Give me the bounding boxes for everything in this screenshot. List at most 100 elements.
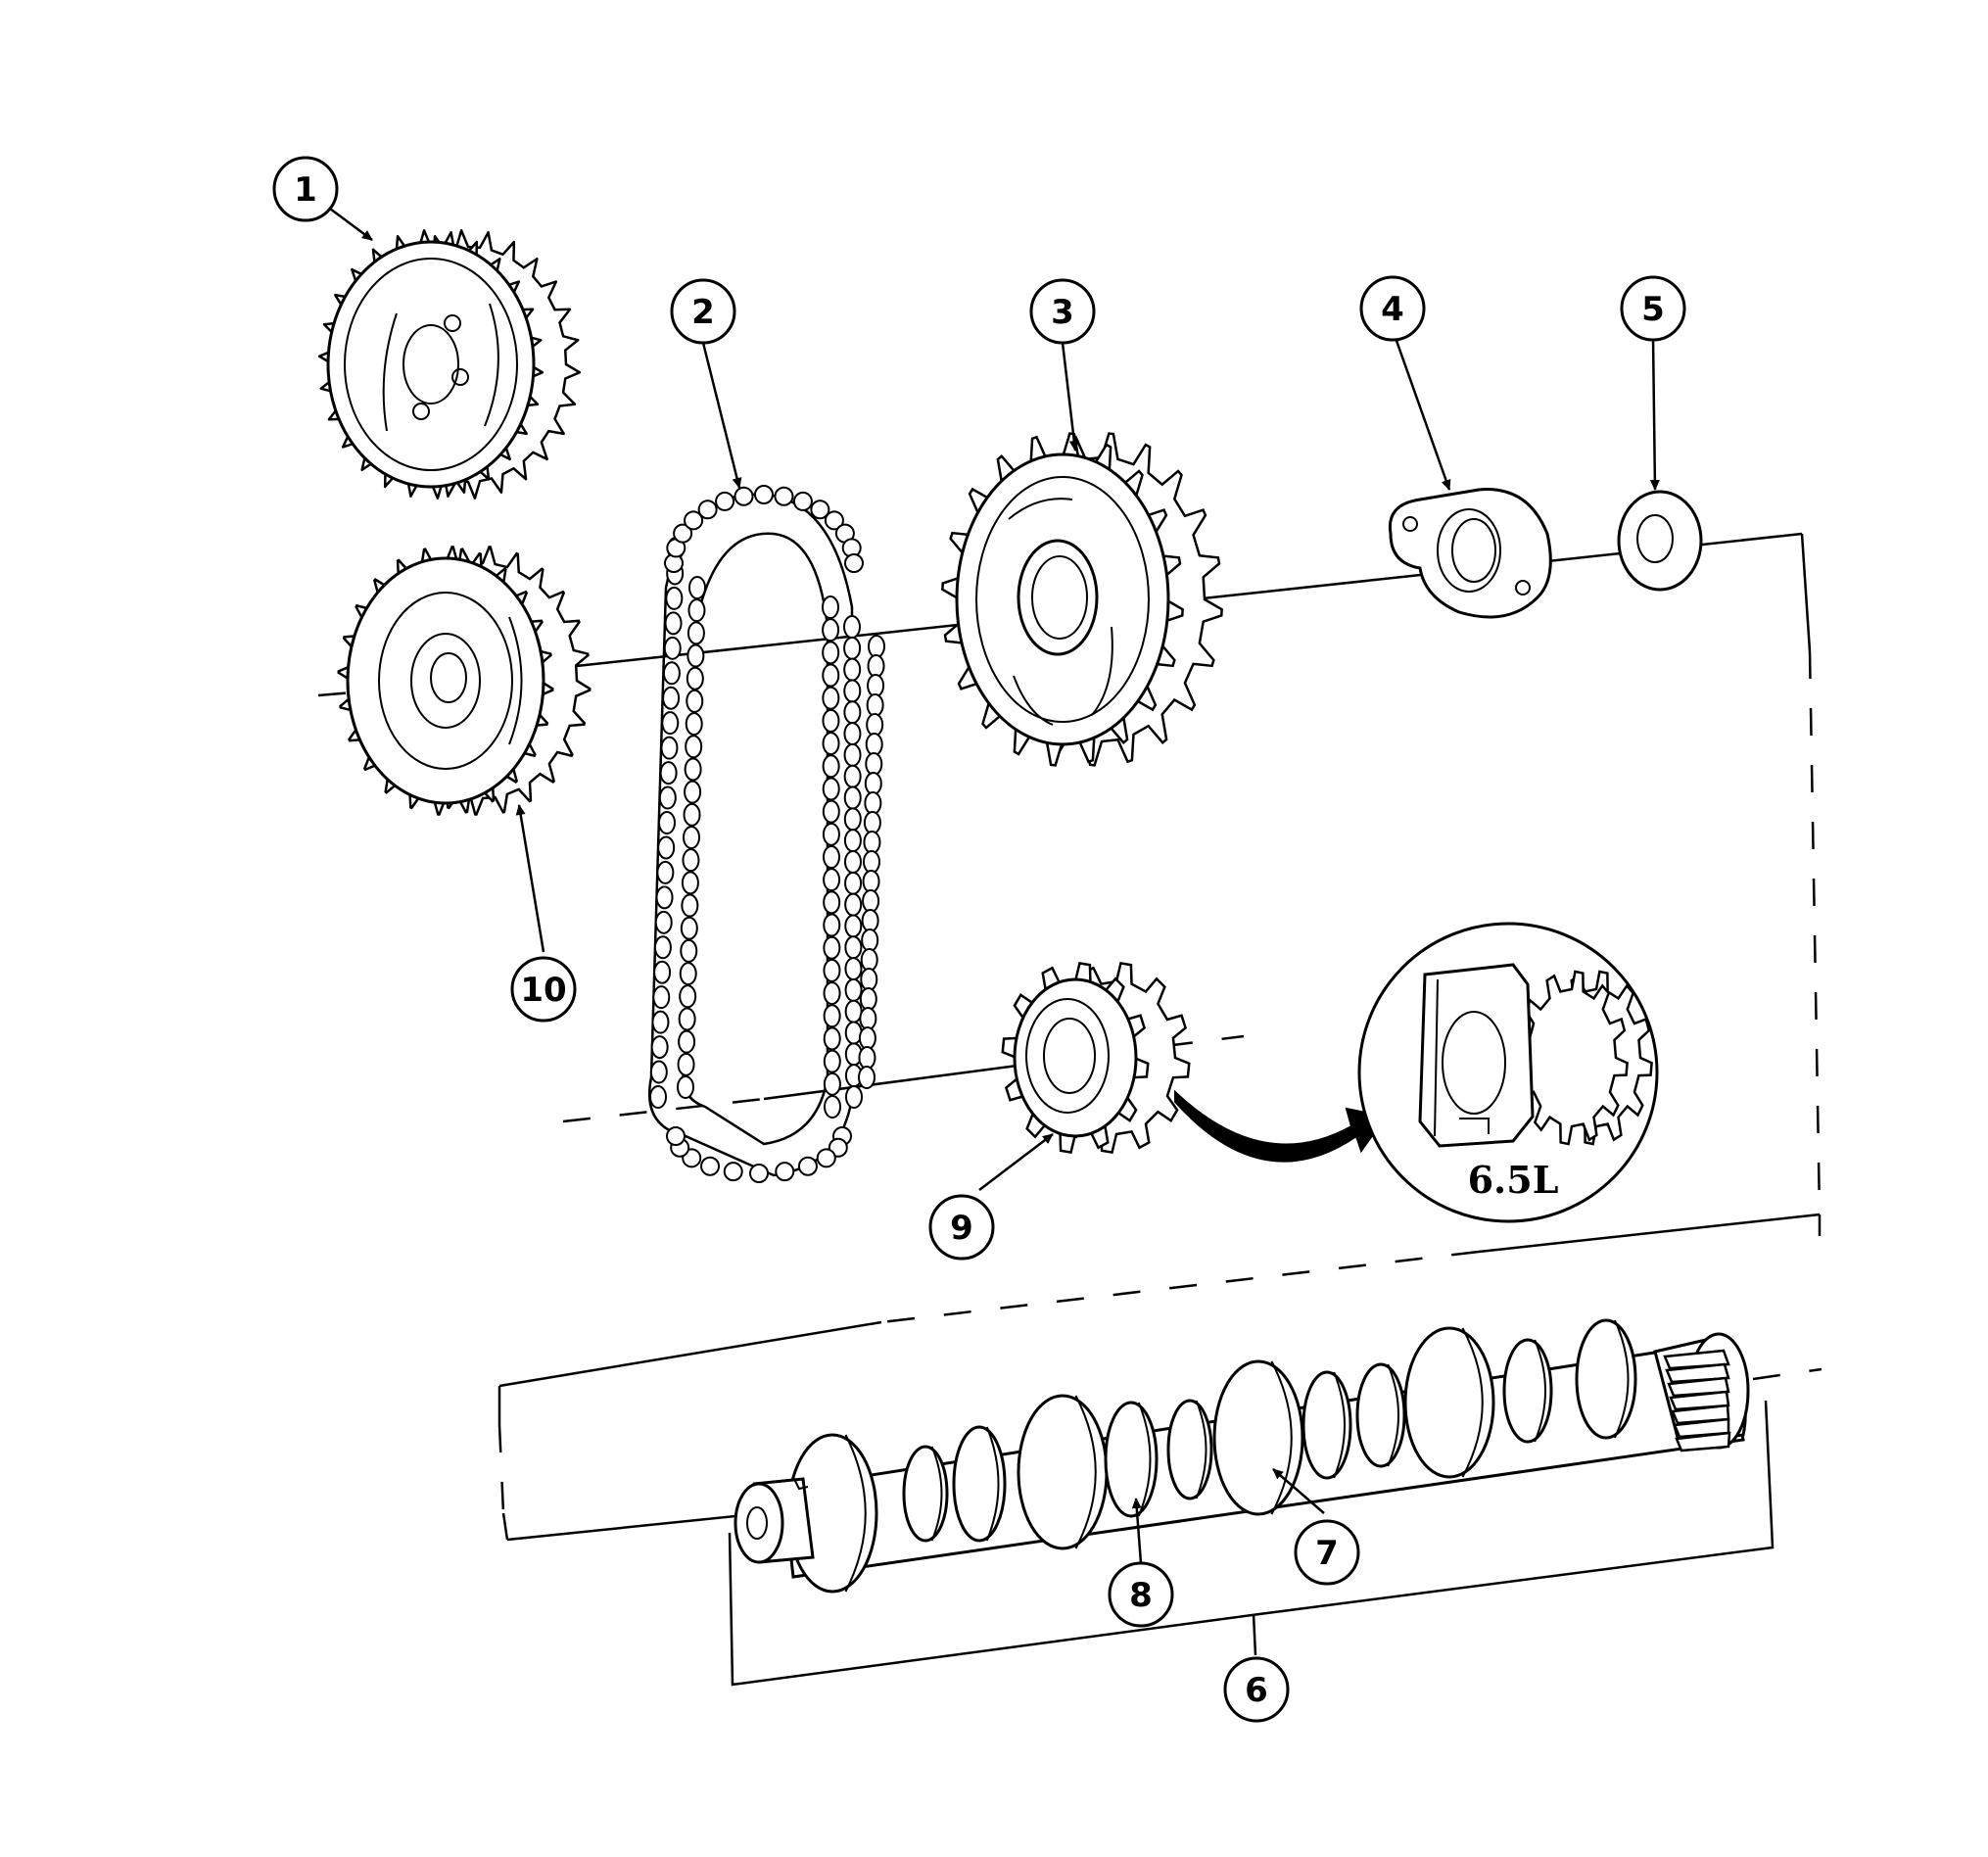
cam-lobe-edge — [1387, 1363, 1399, 1467]
chain-link — [660, 736, 679, 760]
cam-lobe-edge — [985, 1426, 1000, 1542]
chain-link — [845, 1085, 863, 1109]
cam-lobe — [1212, 1359, 1304, 1516]
chain-link — [810, 500, 830, 520]
chain-link — [792, 491, 813, 511]
chain-link — [681, 871, 699, 895]
chain-link — [822, 754, 840, 779]
cam-sprocket-part-3 — [941, 432, 1223, 767]
camshaft — [734, 1318, 1750, 1594]
chain-link — [822, 777, 840, 801]
chain-link — [844, 977, 863, 1002]
chain-link — [823, 890, 841, 915]
chain-link — [663, 636, 682, 660]
chain-link — [678, 1007, 696, 1031]
chain-link — [683, 802, 701, 827]
svg-text:10: 10 — [520, 971, 566, 1010]
chain-link — [843, 829, 862, 853]
chain-link — [657, 835, 676, 860]
chain-link — [665, 586, 684, 610]
cam-lobe — [1166, 1399, 1213, 1500]
chain-link — [843, 615, 861, 639]
callout-8: 8 — [1108, 1561, 1174, 1628]
chain-link — [858, 1026, 876, 1050]
chain-link — [822, 732, 840, 756]
cam-lobe — [1403, 1326, 1495, 1479]
chain-link — [822, 663, 840, 688]
chain-link — [673, 523, 693, 544]
chain-link — [666, 1126, 686, 1146]
chain-link — [862, 889, 880, 913]
callout-10: 10 — [510, 956, 577, 1023]
chain-link — [649, 1085, 667, 1109]
chain-link — [824, 1095, 841, 1119]
cam-lobe-edge — [930, 1446, 943, 1542]
chain-link — [823, 1071, 841, 1096]
chain-link — [723, 1162, 743, 1182]
chain-link — [654, 910, 673, 934]
cam-gear-tooth — [1665, 1362, 1730, 1384]
svg-text:9: 9 — [950, 1209, 973, 1248]
callout-1: 1 — [272, 156, 339, 222]
leader-lines — [329, 207, 1660, 1564]
chain-link — [865, 752, 883, 776]
callout-3: 3 — [1029, 278, 1096, 345]
chain-link — [652, 985, 671, 1010]
chain-link — [681, 893, 699, 918]
svg-text:4: 4 — [1381, 290, 1404, 329]
chain-link — [653, 935, 672, 960]
inset-sprocket-teeth — [1515, 970, 1653, 1146]
chain-link — [823, 1004, 841, 1028]
chain-link — [843, 679, 862, 703]
chain-link — [774, 486, 794, 506]
chain-link — [684, 510, 704, 531]
inset-arrow — [1174, 1089, 1388, 1163]
cam-gear-tooth — [1663, 1349, 1730, 1370]
chain-link — [658, 811, 676, 834]
callout-2: 2 — [670, 278, 736, 345]
chain-link — [860, 948, 878, 972]
chain-link — [661, 711, 680, 736]
chain-link — [649, 1060, 668, 1084]
cam-lobe — [1017, 1394, 1109, 1550]
chain-link — [844, 850, 862, 874]
cam-lobe — [1575, 1318, 1637, 1440]
cam-lobe — [902, 1445, 949, 1543]
chain-link — [823, 958, 841, 982]
chain-link — [843, 722, 862, 746]
chain-links — [649, 485, 885, 1183]
chain-link — [823, 935, 841, 960]
gear-part-10 — [337, 546, 592, 816]
callout-7: 7 — [1294, 1519, 1360, 1586]
svg-text:5: 5 — [1641, 290, 1665, 329]
chain-link — [858, 1066, 876, 1089]
chain-link — [686, 666, 704, 690]
chain-link — [823, 981, 841, 1006]
chain-link — [734, 486, 754, 506]
chain-link — [677, 1052, 695, 1076]
chain-link — [866, 713, 884, 737]
chain-link — [843, 764, 862, 788]
chain-link — [823, 1026, 841, 1051]
chain-link — [797, 1156, 818, 1176]
thrust-plate-part-4 — [1388, 488, 1552, 619]
camshaft-bracket-6 — [728, 1400, 1775, 1687]
chain-link — [656, 860, 675, 884]
callout-6: 6 — [1223, 1656, 1290, 1723]
chain-link — [749, 1164, 769, 1183]
chain-link — [859, 987, 877, 1011]
cam-lobe-edge — [1534, 1339, 1546, 1443]
cam-lobe — [952, 1425, 1007, 1543]
svg-text:2: 2 — [691, 293, 715, 332]
cam-lobe — [1104, 1401, 1159, 1518]
chain-link — [843, 700, 862, 725]
chain-link — [843, 786, 862, 810]
chain-link — [843, 807, 862, 832]
chain-link — [658, 786, 677, 810]
chain-link — [679, 984, 697, 1009]
chain-link — [861, 909, 879, 932]
cam-gear-tooth — [1675, 1431, 1731, 1452]
inset-detail-6-5l: 6.5L — [1357, 922, 1659, 1223]
chain-link — [687, 598, 706, 623]
callout-5: 5 — [1620, 275, 1686, 342]
